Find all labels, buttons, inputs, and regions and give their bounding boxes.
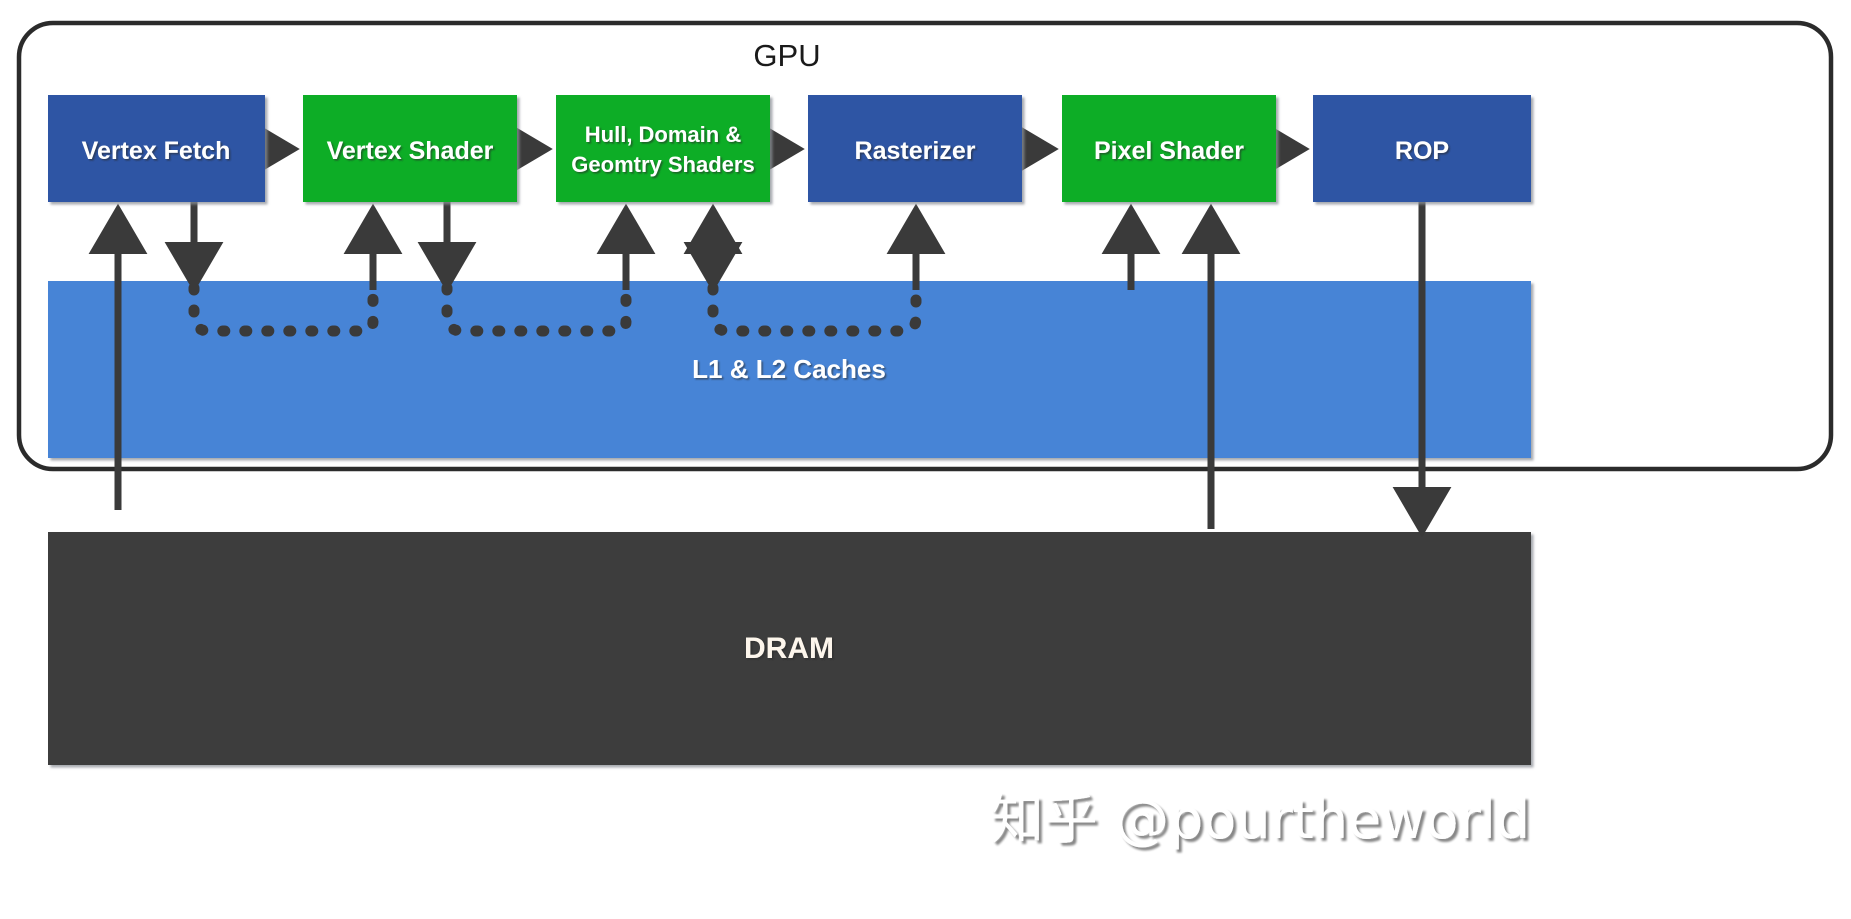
stage-block-vertex-fetch[interactable]: Vertex Fetch xyxy=(48,95,265,202)
gpu-title: GPU xyxy=(753,38,820,73)
pipeline-stage-blocks: Vertex Fetch Vertex Shader Hull, Domain … xyxy=(48,95,1531,202)
stage-block-geometry-stage[interactable]: Hull, Domain & Geomtry Shaders xyxy=(556,95,770,202)
watermark-text: 知乎 @pourtheworld xyxy=(990,788,1530,851)
stage-label-vertex-fetch: Vertex Fetch xyxy=(82,137,231,165)
stage-label-geometry-stage-line1: Hull, Domain & xyxy=(585,122,742,147)
memory-arrow-group xyxy=(88,202,1452,538)
cache-band-label: L1 & L2 Caches xyxy=(692,354,886,384)
stage-label-geometry-stage-line2: Geomtry Shaders xyxy=(571,152,754,177)
dashed-hook-geometry-stage xyxy=(707,282,922,337)
cache-band xyxy=(48,281,1531,458)
stage-label-rasterizer: Rasterizer xyxy=(855,137,976,165)
stage-block-pixel-shader[interactable]: Pixel Shader xyxy=(1062,95,1276,202)
dram-block xyxy=(48,532,1531,765)
stage-label-pixel-shader: Pixel Shader xyxy=(1094,137,1244,165)
stage-block-vertex-shader[interactable]: Vertex Shader xyxy=(303,95,517,202)
stage-label-rop: ROP xyxy=(1395,137,1449,165)
stage-label-vertex-shader: Vertex Shader xyxy=(327,137,494,165)
dashed-hook-vertex-shader xyxy=(441,282,632,337)
dashed-hook-vertex-fetch xyxy=(188,282,379,337)
stage-block-rasterizer[interactable]: Rasterizer xyxy=(808,95,1022,202)
stage-block-rop[interactable]: ROP xyxy=(1313,95,1531,202)
dram-block-label: DRAM xyxy=(744,632,834,665)
